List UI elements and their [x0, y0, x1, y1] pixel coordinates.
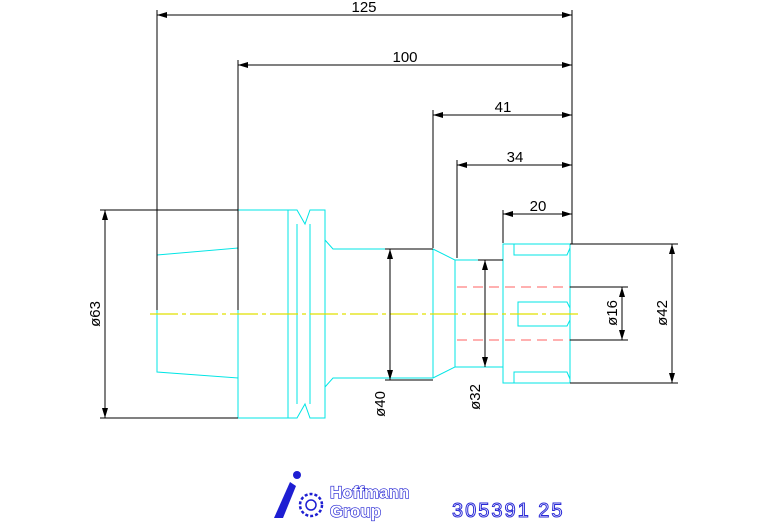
arrowhead: [387, 249, 393, 259]
dim-label-63: ø63: [87, 301, 104, 327]
logo-figure: [274, 482, 296, 518]
arrowhead: [482, 260, 488, 270]
arrowhead: [562, 12, 572, 18]
dim-label-34: 34: [507, 149, 524, 166]
taper-shank: [156, 247, 239, 379]
dimension-lines: [100, 10, 678, 419]
hoffmann-logo-icon: [274, 471, 324, 518]
collet-slot: [513, 371, 571, 383]
collet-slot: [513, 244, 571, 256]
dim-label-125: 125: [351, 0, 376, 16]
arrowhead: [669, 373, 675, 383]
arrowhead: [619, 330, 625, 340]
arrowhead: [102, 408, 108, 418]
logo-line-1: Hoffmann: [330, 483, 409, 502]
logo-head: [293, 471, 301, 479]
dim-label-42: ø42: [654, 300, 671, 326]
dim-label-41: 41: [495, 99, 512, 116]
arrowhead: [457, 162, 467, 168]
arrowhead: [562, 211, 572, 217]
arrowhead: [619, 287, 625, 297]
dim-label-32: ø32: [467, 384, 484, 410]
arrowhead: [387, 370, 393, 380]
arrowhead: [433, 112, 443, 118]
arrowhead: [669, 244, 675, 254]
part-number: 305391 25: [452, 500, 565, 522]
logo-line-2: Group: [330, 502, 381, 521]
arrowhead: [482, 357, 488, 367]
logo-gear-hub: [305, 499, 317, 511]
dim-label-20: 20: [530, 198, 547, 215]
hidden-lines: [457, 286, 570, 341]
arrowhead: [503, 211, 513, 217]
arrowhead: [102, 210, 108, 220]
arrowhead: [562, 162, 572, 168]
logo-gear: [298, 492, 324, 518]
arrowhead: [157, 12, 167, 18]
dim-label-16: ø16: [604, 300, 621, 326]
arrowhead: [562, 112, 572, 118]
collet-slot: [517, 301, 571, 327]
arrowhead: [562, 62, 572, 68]
dim-label-100: 100: [392, 49, 417, 66]
arrowhead: [238, 62, 248, 68]
dim-label-40: ø40: [372, 391, 389, 417]
arrowheads: [102, 12, 675, 418]
